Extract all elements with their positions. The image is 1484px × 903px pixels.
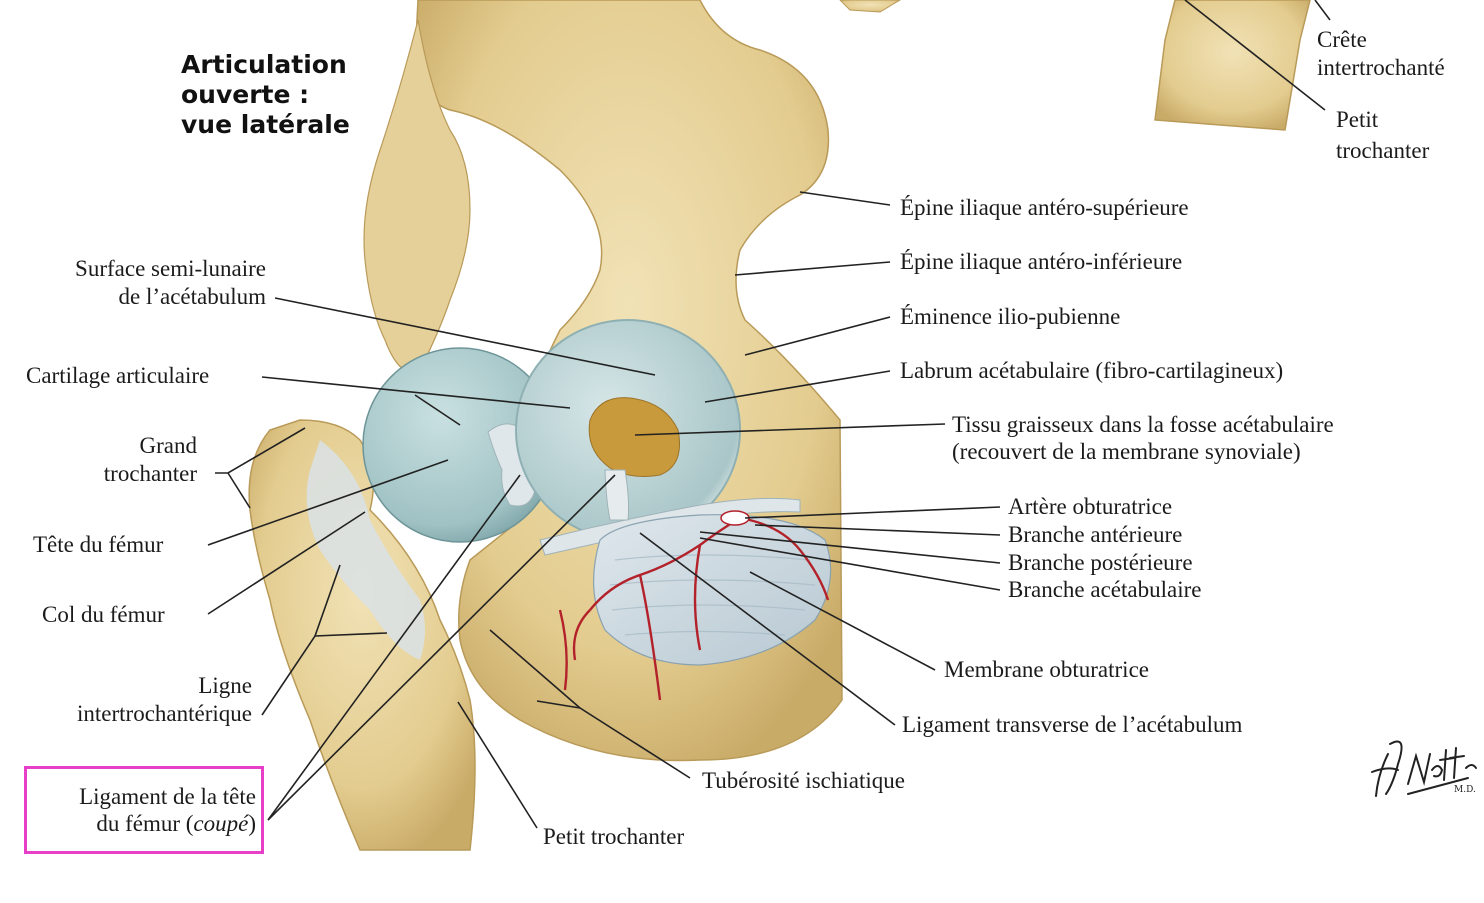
- label-petit-trochanter-top: Petit trochanter: [1336, 104, 1429, 166]
- label-surface-semi-lunaire: Surface semi-lunaire de l’acétabulum: [20, 255, 266, 311]
- label-epine-iliaque-sup: Épine iliaque antéro-supérieure: [900, 195, 1189, 220]
- title-line-2: ouverte :: [181, 80, 310, 109]
- label-line: Ligne: [198, 673, 252, 698]
- label-tissu-graisseux: Tissu graisseux dans la fosse acétabulai…: [952, 411, 1334, 465]
- label-epine-iliaque-inf: Épine iliaque antéro-inférieure: [900, 249, 1183, 274]
- svg-text:M.D.: M.D.: [1454, 785, 1476, 795]
- title-line-1: Articulation: [181, 50, 347, 79]
- label-line: (recouvert de la membrane synoviale): [952, 439, 1301, 464]
- label-col-du-femur: Col du fémur: [42, 602, 165, 627]
- label-line: Crête: [1317, 27, 1367, 52]
- fat-pad: [588, 397, 680, 477]
- label-tuberosite-ischiatique: Tubérosité ischiatique: [702, 768, 905, 793]
- label-line: Grand: [139, 433, 197, 458]
- label-line: Tissu graisseux dans la fosse acétabulai…: [952, 412, 1334, 437]
- label-line: intertrochanté: [1317, 55, 1445, 80]
- label-branche-acetabulaire: Branche acétabulaire: [1008, 577, 1202, 602]
- obturator-artery: [558, 516, 830, 701]
- label-artere-obturatrice: Artère obturatrice: [1008, 494, 1173, 519]
- label-grand-trochanter: Grand trochanter: [60, 432, 197, 488]
- obturator-membrane: [593, 514, 832, 666]
- label-fragment: du fémur (: [96, 811, 194, 836]
- diagram-title: Articulation ouverte : vue latérale: [181, 50, 350, 140]
- label-ligament-transverse: Ligament transverse de l’acétabulum: [902, 712, 1243, 737]
- label-membrane-obturatrice: Membrane obturatrice: [944, 657, 1149, 682]
- label-ligne-intertrochanterique: Ligne intertrochantérique: [20, 672, 252, 728]
- label-line: Ligament de la tête: [79, 784, 256, 809]
- label-italic: coupé: [193, 811, 249, 836]
- label-line: trochanter: [103, 461, 197, 486]
- label-crete-intertrochanterique: Crête intertrochanté: [1317, 26, 1445, 82]
- netter-signature: M.D.: [1371, 740, 1477, 797]
- label-line: de l’acétabulum: [118, 284, 266, 309]
- label-fragment: ): [248, 811, 256, 836]
- label-line: intertrochantérique: [77, 701, 252, 726]
- label-line: trochanter: [1336, 138, 1430, 163]
- label-branche-posterieure: Branche postérieure: [1008, 550, 1193, 575]
- femur-bone: [248, 419, 476, 851]
- femur-fragment-top-right: [1154, 0, 1311, 131]
- label-line: du fémur (coupé): [26, 810, 256, 837]
- highlight-box: [24, 766, 264, 854]
- label-petit-trochanter-bottom: Petit trochanter: [543, 824, 685, 849]
- label-ligament-tete-femur: Ligament de la tête du fémur (coupé): [26, 783, 256, 837]
- label-cartilage-articulaire: Cartilage articulaire: [26, 363, 210, 388]
- label-line: Surface semi-lunaire: [75, 256, 266, 281]
- capsule-ligament: [306, 440, 425, 660]
- label-labrum: Labrum acétabulaire (fibro-cartilagineux…: [900, 358, 1284, 383]
- label-branche-anterieure: Branche antérieure: [1008, 522, 1183, 547]
- leader-lines: [207, 0, 1331, 829]
- label-eminence-ilio-pubienne: Éminence ilio-pubienne: [900, 304, 1121, 329]
- label-line: Petit: [1336, 107, 1379, 132]
- title-line-3: vue latérale: [181, 110, 350, 139]
- label-tete-du-femur: Tête du fémur: [33, 532, 164, 557]
